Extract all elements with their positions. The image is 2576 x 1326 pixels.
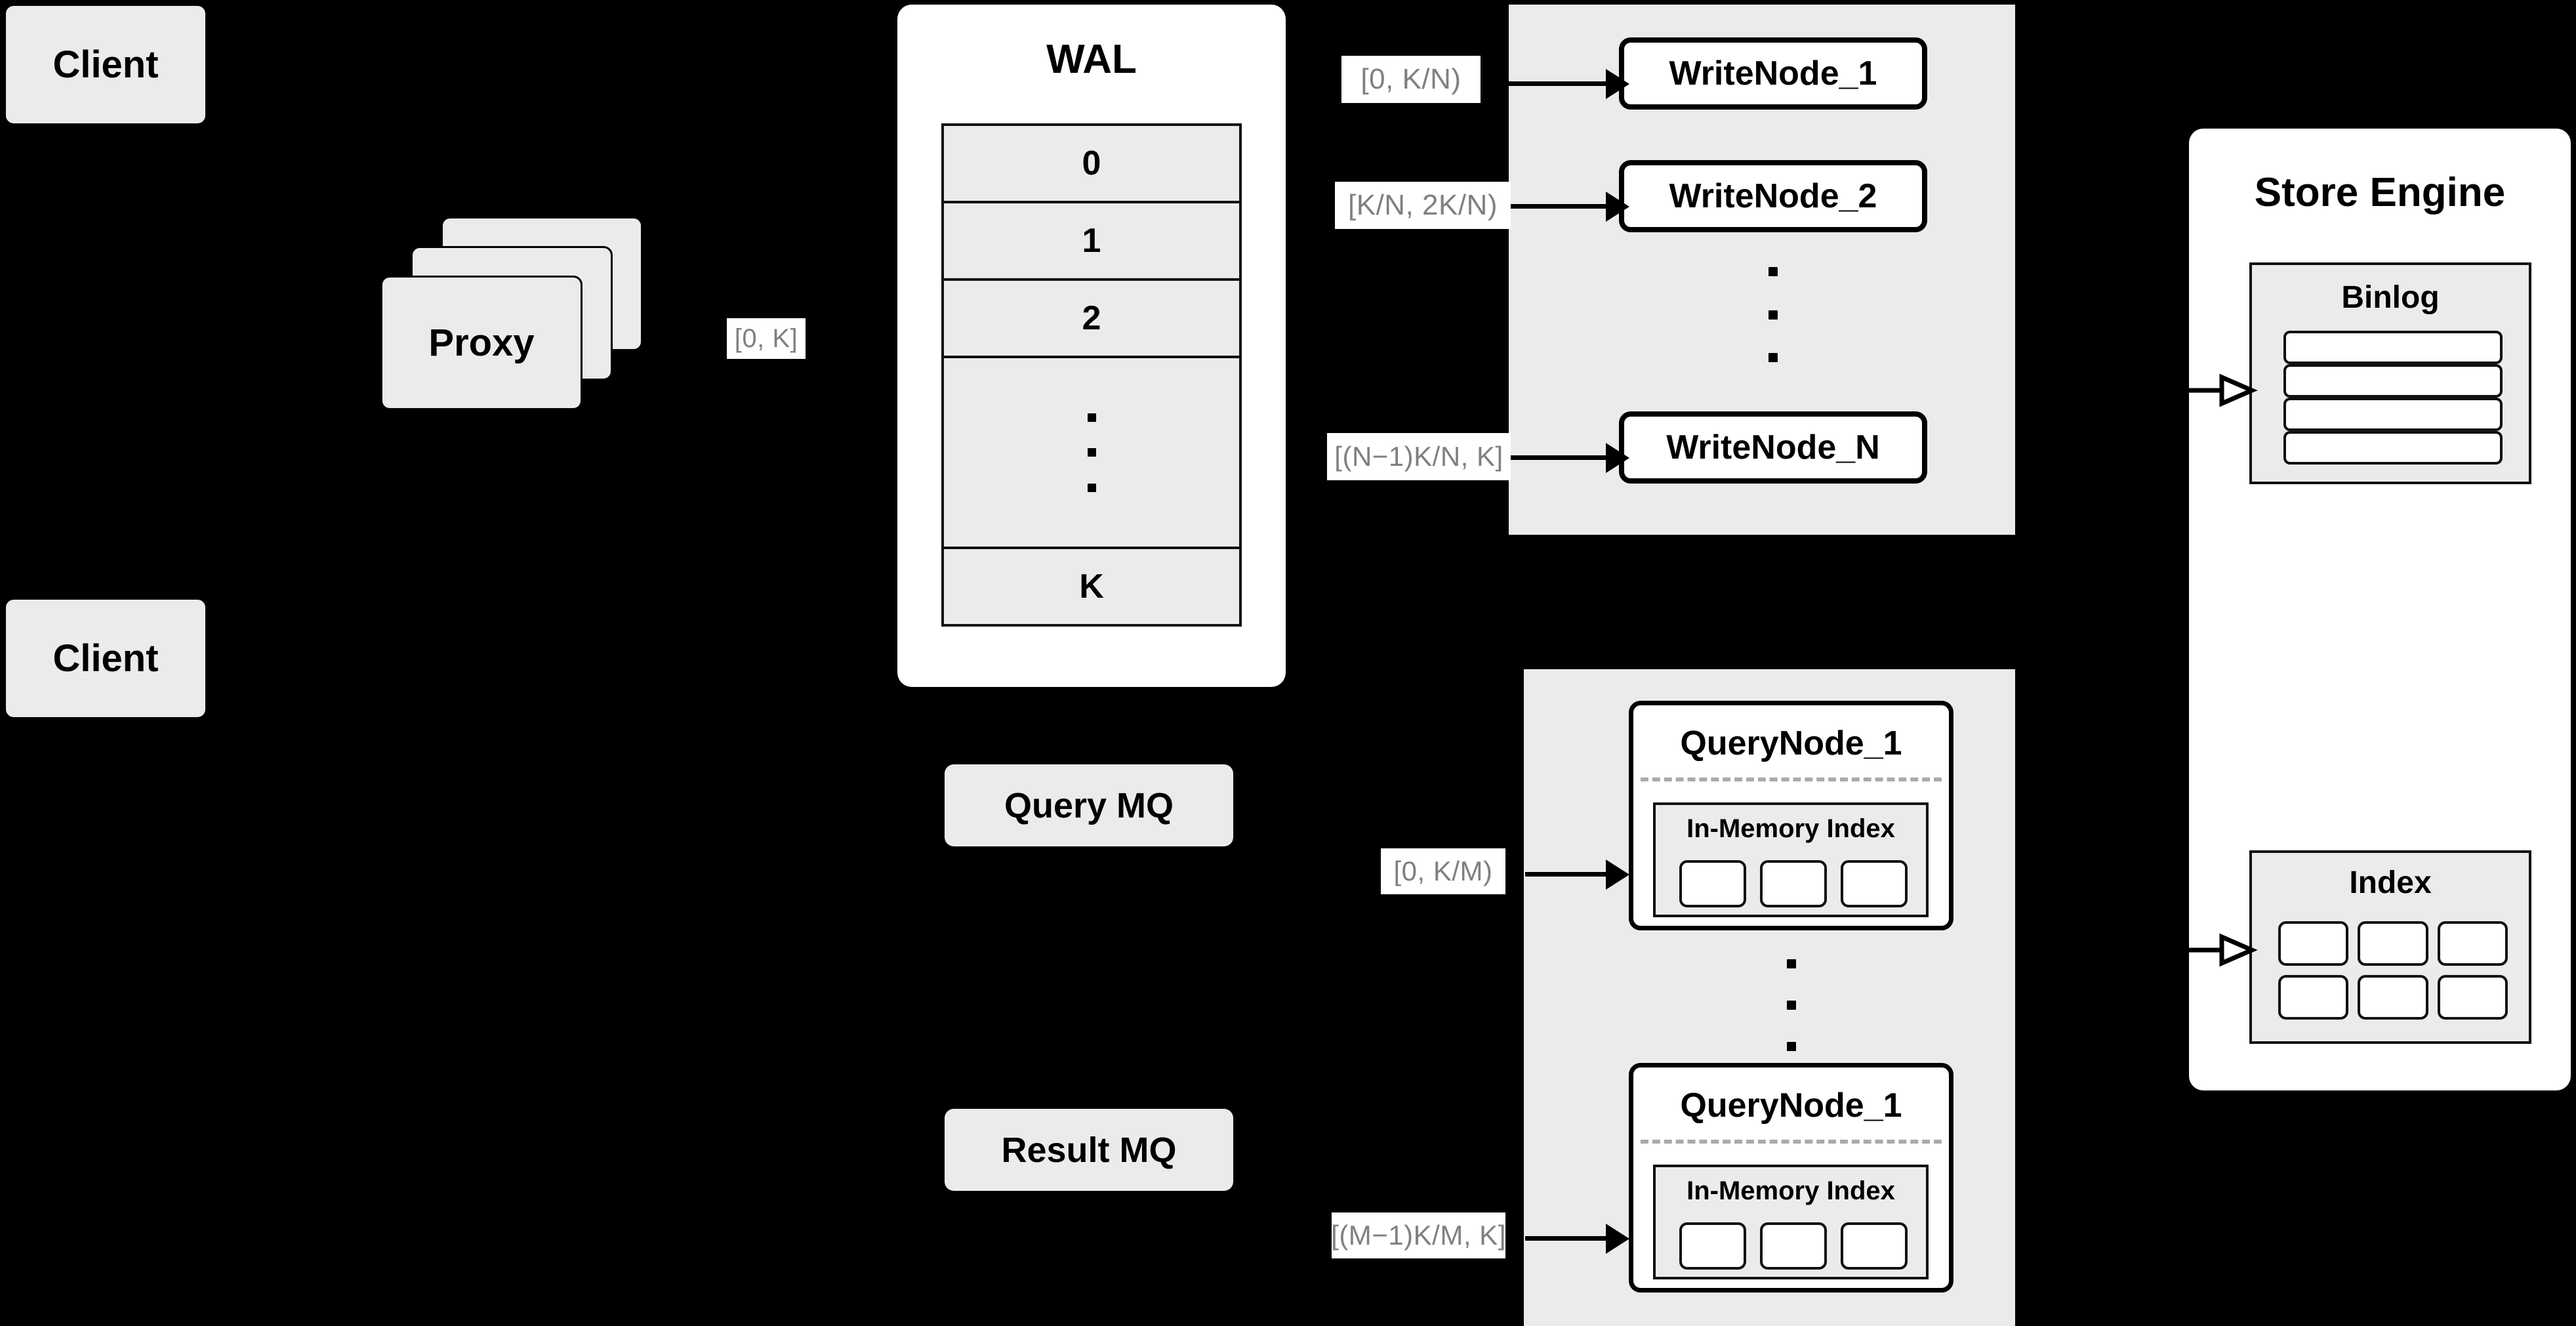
wal-row-2: 2 — [944, 281, 1239, 359]
result-mq-box[interactable]: Result MQ — [945, 1109, 1233, 1191]
wal-row-2-label: 2 — [1082, 299, 1101, 338]
wal-row-k-label: K — [1079, 568, 1104, 606]
store-engine-panel: Store Engine Binlog Index — [2189, 129, 2571, 1090]
query-node-1-inmemory-index: In-Memory Index — [1653, 802, 1929, 917]
query-cluster-ellipsis — [1782, 959, 1801, 1051]
query-node-m-label: QueryNode_1 — [1680, 1087, 1902, 1125]
index-slot — [2278, 921, 2349, 966]
edge-label-write-node-2-text: [K/N, 2K/N) — [1348, 189, 1498, 221]
query-node-m-index-title: In-Memory Index — [1687, 1176, 1895, 1205]
edge-label-write-node-n: [(N−1)K/N, K] — [1327, 433, 1511, 480]
arrow-mq-to-query-node-1 — [1525, 860, 1650, 890]
index-slots-grid — [2278, 921, 2508, 1020]
client-label-2: Client — [52, 637, 159, 680]
query-node-1-divider — [1641, 777, 1942, 781]
index-slot — [2437, 975, 2508, 1020]
wal-title: WAL — [1046, 37, 1137, 82]
binlog-title: Binlog — [2341, 280, 2440, 315]
wal-row-0-label: 0 — [1082, 144, 1101, 182]
edge-label-write-node-2: [K/N, 2K/N) — [1335, 182, 1511, 229]
edge-label-query-node-m-text: [(M−1)K/M, K] — [1331, 1220, 1506, 1251]
query-mq-box[interactable]: Query MQ — [945, 764, 1233, 846]
edge-label-query-node-1: [0, K/M) — [1381, 848, 1505, 894]
index-title: Index — [2349, 865, 2432, 900]
write-cluster-ellipsis — [1763, 267, 1783, 362]
write-node-2-label: WriteNode_2 — [1669, 177, 1877, 215]
index-slot — [1841, 1222, 1908, 1270]
index-slot — [2437, 921, 2508, 966]
query-node-m[interactable]: QueryNode_1 In-Memory Index — [1629, 1063, 1953, 1293]
wal-table: 0 1 2 K — [941, 123, 1242, 627]
index-slot — [1679, 1222, 1746, 1270]
wal-row-1-label: 1 — [1082, 222, 1101, 260]
query-node-1[interactable]: QueryNode_1 In-Memory Index — [1629, 701, 1953, 930]
write-node-2[interactable]: WriteNode_2 — [1619, 160, 1927, 232]
write-node-1-label: WriteNode_1 — [1669, 54, 1877, 93]
index-slot — [1679, 860, 1746, 907]
query-node-1-label: QueryNode_1 — [1680, 724, 1902, 762]
query-node-m-inmemory-index: In-Memory Index — [1653, 1165, 1929, 1279]
binlog-entry — [2283, 398, 2503, 431]
index-slot — [2358, 921, 2428, 966]
write-node-n-label: WriteNode_N — [1666, 428, 1880, 466]
index-box: Index — [2249, 850, 2531, 1044]
arrow-to-binlog — [2189, 371, 2261, 410]
write-cluster-panel: WriteNode_1 WriteNode_2 WriteNode_N — [1509, 5, 2015, 535]
index-slot — [1760, 1222, 1827, 1270]
edge-label-write-node-1-text: [0, K/N) — [1360, 63, 1462, 95]
query-mq-label: Query MQ — [1004, 785, 1174, 825]
wal-panel: WAL 0 1 2 K — [897, 5, 1286, 687]
index-slot — [2358, 975, 2428, 1020]
wal-row-k: K — [944, 549, 1239, 624]
query-node-m-index-slots — [1679, 1222, 1908, 1270]
result-mq-label: Result MQ — [1001, 1130, 1177, 1170]
arrow-wal-to-write-node-1 — [1509, 69, 1633, 99]
client-box-1[interactable]: Client — [5, 5, 207, 125]
edge-label-proxy-to-wal-text: [0, K] — [734, 323, 798, 353]
binlog-entry — [2283, 331, 2503, 364]
client-box-2[interactable]: Client — [5, 598, 207, 718]
query-node-1-index-slots — [1679, 860, 1908, 907]
binlog-entry — [2283, 431, 2503, 465]
arrow-to-index — [2189, 930, 2261, 970]
index-slot — [1760, 860, 1827, 907]
binlog-entry — [2283, 364, 2503, 398]
wal-row-0: 0 — [944, 126, 1239, 204]
edge-label-query-node-m: [(M−1)K/M, K] — [1331, 1212, 1506, 1258]
wal-row-ellipsis — [944, 358, 1239, 549]
query-node-m-divider — [1641, 1140, 1942, 1144]
proxy-stack[interactable]: Proxy — [380, 217, 643, 426]
arrow-wal-to-write-node-n — [1509, 443, 1633, 473]
arrow-mq-to-query-node-m — [1525, 1224, 1650, 1254]
query-cluster-panel: QueryNode_1 In-Memory Index QueryNode_1 — [1524, 669, 2015, 1326]
edge-label-proxy-to-wal: [0, K] — [727, 318, 806, 359]
edge-label-write-node-n-text: [(N−1)K/N, K] — [1334, 441, 1503, 472]
store-engine-title: Store Engine — [2254, 170, 2506, 215]
index-slot — [1841, 860, 1908, 907]
write-node-n[interactable]: WriteNode_N — [1619, 411, 1927, 484]
client-label-1: Client — [52, 43, 159, 86]
proxy-label: Proxy — [428, 321, 535, 364]
arrow-wal-to-write-node-2 — [1509, 192, 1633, 222]
proxy-card-front[interactable]: Proxy — [380, 276, 583, 410]
wal-ellipsis-dots — [1087, 413, 1096, 492]
binlog-entries — [2283, 331, 2503, 465]
wal-row-1: 1 — [944, 203, 1239, 281]
binlog-box: Binlog — [2249, 262, 2531, 484]
query-node-1-index-title: In-Memory Index — [1687, 814, 1895, 843]
index-slot — [2278, 975, 2349, 1020]
write-node-1[interactable]: WriteNode_1 — [1619, 37, 1927, 110]
edge-label-query-node-1-text: [0, K/M) — [1393, 856, 1493, 886]
edge-label-write-node-1: [0, K/N) — [1341, 56, 1481, 103]
